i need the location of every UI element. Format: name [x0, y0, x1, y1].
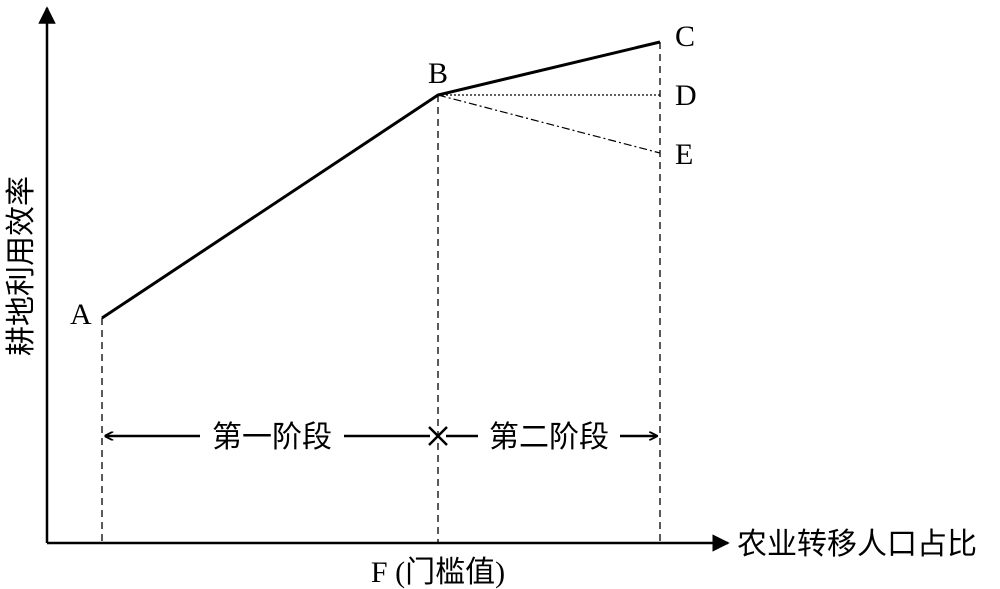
stage-two-label: 第二阶段	[489, 421, 609, 454]
efficiency-curve	[101, 40, 661, 320]
x-axis-title: 农业转移人口占比	[737, 528, 977, 561]
y-axis-title: 耕地利用效率	[5, 176, 38, 356]
threshold-cross-mark	[428, 426, 448, 446]
point-label-a: A	[70, 298, 92, 331]
stage-one-label: 第一阶段	[212, 421, 332, 454]
point-label-e: E	[675, 138, 693, 171]
point-label-c: C	[675, 20, 695, 53]
path-b-e	[437, 94, 661, 154]
threshold-label: F (门槛值)	[371, 556, 505, 589]
point-label-b: B	[428, 57, 448, 90]
point-label-d: D	[675, 79, 697, 112]
